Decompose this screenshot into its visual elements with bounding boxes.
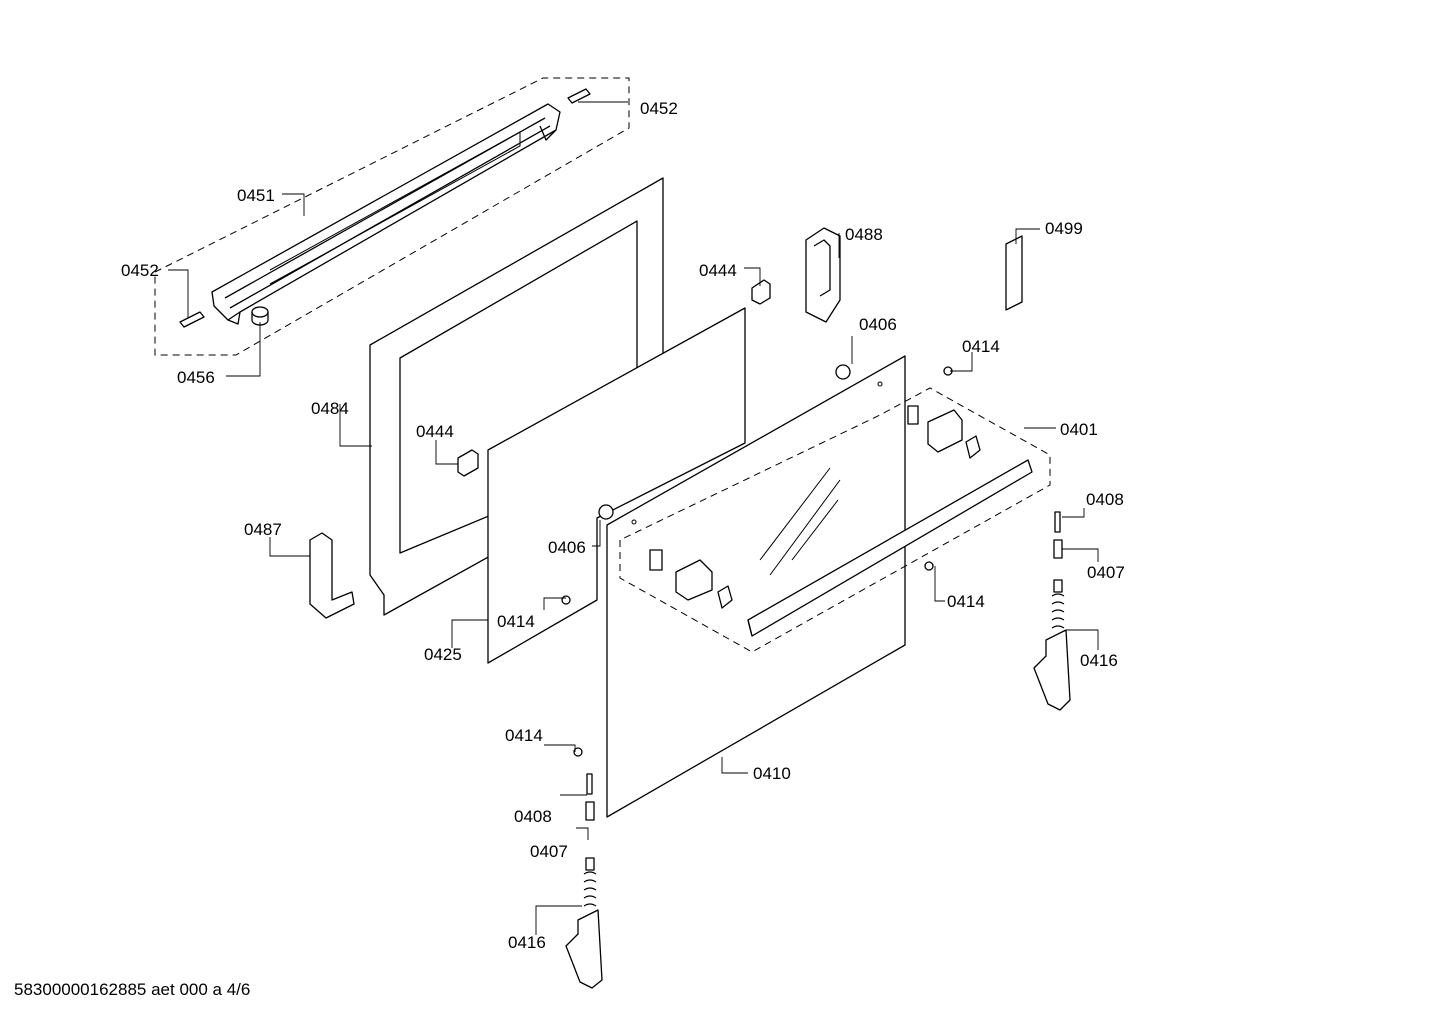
label-0452-top: 0452 [640, 99, 678, 118]
outer-door-panel [606, 355, 919, 818]
label-0425: 0425 [424, 645, 462, 664]
leader-lines [168, 101, 1099, 935]
label-0484: 0484 [311, 399, 349, 418]
label-0414-mid: 0414 [497, 612, 535, 631]
label-0456: 0456 [177, 368, 215, 387]
handle-group [573, 364, 1051, 757]
label-0407-bottom: 0407 [530, 842, 568, 861]
top-trim-group [154, 77, 630, 356]
label-0451: 0451 [237, 186, 275, 205]
label-0452-left: 0452 [121, 261, 159, 280]
label-0408-right: 0408 [1086, 490, 1124, 509]
label-0401: 0401 [1060, 420, 1098, 439]
label-0414-top: 0414 [962, 337, 1000, 356]
label-0444-left: 0444 [416, 422, 454, 441]
side-bracket-right [751, 227, 841, 323]
label-0487: 0487 [244, 520, 282, 539]
label-0406-top: 0406 [859, 315, 897, 334]
label-0410: 0410 [753, 764, 791, 783]
label-0499: 0499 [1045, 219, 1083, 238]
label-0408-bottom: 0408 [514, 807, 552, 826]
part-labels: 0452 0451 0452 0456 0484 0444 0487 0425 … [121, 99, 1125, 952]
seal-strip [1005, 235, 1023, 311]
label-0488: 0488 [845, 225, 883, 244]
label-0414-right: 0414 [947, 592, 985, 611]
side-bracket-left [309, 532, 355, 619]
label-0444-right: 0444 [699, 261, 737, 280]
label-0416-right: 0416 [1080, 651, 1118, 670]
label-0406-left: 0406 [548, 538, 586, 557]
hinge-bottom [565, 773, 603, 989]
label-0414-bottom: 0414 [505, 726, 543, 745]
hinge-right [1033, 511, 1071, 711]
label-0416-bottom: 0416 [508, 933, 546, 952]
glass-pane [487, 307, 746, 664]
drawing-reference-footer: 58300000162885 aet 000 a 4/6 [14, 980, 251, 999]
label-0407-right: 0407 [1087, 563, 1125, 582]
